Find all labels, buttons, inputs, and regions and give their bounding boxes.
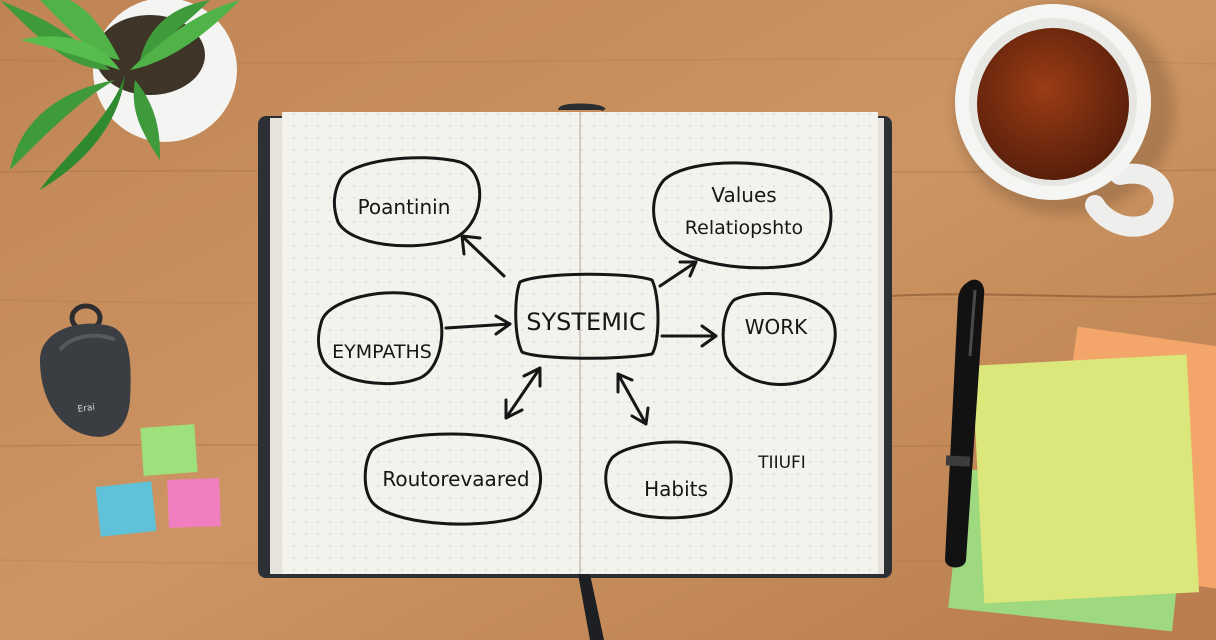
arrow-to-top-left: [460, 234, 506, 278]
node-bubble-top-left: [332, 156, 482, 248]
notebook: SYSTEMIC Poantinin EYMPATHS Routorevaare…: [258, 103, 892, 640]
pink-cube: [167, 478, 221, 528]
label-left: EYMPATHS: [332, 341, 432, 363]
label-top-right-line1: Values: [711, 183, 776, 207]
label-top-right-line2: Relatiopshto: [685, 217, 803, 239]
label-margin-note: TIIUFI: [757, 453, 806, 473]
node-bubble-bottom-left: [363, 432, 543, 526]
label-bottom-left: Routorevaared: [382, 467, 529, 491]
tea-liquid: [977, 28, 1129, 180]
center-label: SYSTEMIC: [526, 308, 646, 336]
node-bubble-top-right: [652, 161, 833, 270]
mind-map: [317, 156, 837, 526]
arrow-from-left: [444, 314, 512, 336]
label-right: WORK: [745, 315, 808, 339]
pen: [945, 279, 985, 568]
node-bubble-right: [721, 292, 837, 386]
potted-plant: [0, 0, 240, 190]
blue-cube: [95, 481, 157, 537]
node-bubble-left: [317, 291, 444, 386]
mind-map-labels: SYSTEMIC Poantinin EYMPATHS Routorevaare…: [332, 183, 808, 501]
node-box-center: [514, 272, 660, 360]
sticky-cubes: [95, 424, 221, 537]
arrow-to-top-right: [658, 260, 698, 288]
arrow-to-bottom-right: [616, 372, 650, 426]
label-top-left: Poantinin: [358, 195, 451, 219]
usb-key: Erai: [40, 303, 131, 437]
tea-cup: [955, 4, 1175, 237]
sticky-note-stack: [948, 326, 1216, 632]
label-bottom-right: Habits: [644, 477, 708, 501]
usb-key-label: Erai: [77, 403, 96, 415]
yellow-sticky-note: [971, 354, 1200, 604]
green-cube: [140, 424, 198, 476]
arrow-to-bottom-left: [504, 366, 542, 420]
node-bubble-bottom-right: [604, 440, 733, 520]
arrow-to-right: [660, 324, 718, 348]
